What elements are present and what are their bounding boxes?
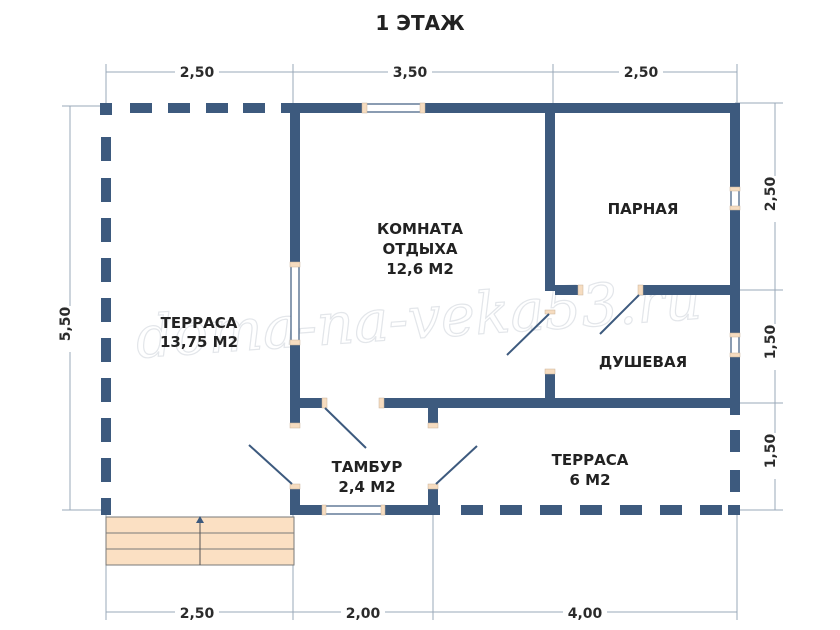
- dim-bottom-1: 2,50: [180, 606, 215, 622]
- room-vestibule-area: 2,4 М2: [338, 478, 395, 496]
- dimension-labels: 2,50 3,50 2,50 2,50 2,00 4,00 5,50 2,50 …: [58, 62, 785, 622]
- room-terrace-name: ТЕРРАСА: [161, 314, 238, 332]
- room-labels: ТЕРРАСА 13,75 М2 КОМНАТА ОТДЫХА 12,6 М2 …: [160, 200, 687, 496]
- windows: [289, 102, 741, 516]
- room-shower-name: ДУШЕВАЯ: [599, 353, 687, 371]
- dim-top-1: 2,50: [180, 65, 215, 81]
- dim-left: 5,50: [58, 306, 74, 341]
- terrace-railing: [100, 103, 740, 515]
- room-lounge-area: 12,6 М2: [386, 260, 454, 278]
- dim-bottom-3: 4,00: [568, 606, 603, 622]
- plan-title: 1 ЭТАЖ: [375, 11, 465, 35]
- walls: [290, 103, 740, 515]
- dim-bottom-2: 2,00: [346, 606, 381, 622]
- window-top: [361, 103, 426, 113]
- dim-top-3: 2,50: [624, 65, 659, 81]
- dim-right-2: 1,50: [763, 324, 779, 359]
- stairs-arrow-icon: [196, 516, 204, 523]
- room-lounge-name-2: ОТДЫХА: [382, 240, 457, 258]
- room-steam-name: ПАРНАЯ: [608, 200, 679, 218]
- room-terrace2-area: 6 М2: [569, 471, 610, 489]
- room-terrace-area: 13,75 М2: [160, 333, 238, 351]
- room-vestibule-name: ТАМБУР: [332, 458, 403, 476]
- dim-right-1: 2,50: [763, 176, 779, 211]
- stairs: [105, 516, 295, 566]
- dim-right-3: 1,50: [763, 433, 779, 468]
- dim-top-2: 3,50: [393, 65, 428, 81]
- window-left: [290, 261, 300, 346]
- doors: [248, 284, 644, 490]
- room-lounge-name-1: КОМНАТА: [377, 220, 463, 238]
- window-tambur: [321, 505, 386, 515]
- room-terrace2-name: ТЕРРАСА: [552, 451, 629, 469]
